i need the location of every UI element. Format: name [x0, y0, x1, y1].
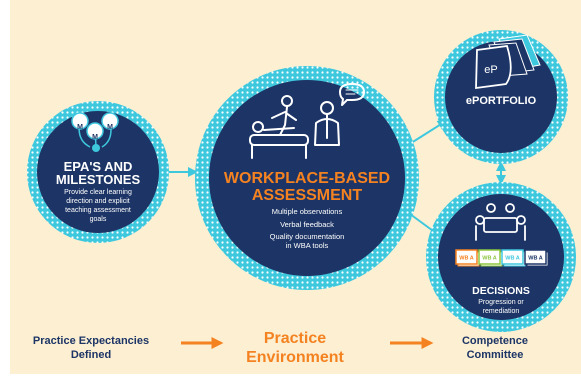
folder-icon-text: eP	[484, 64, 498, 76]
wba-circle	[209, 80, 405, 276]
epa-desc-line4: goals	[89, 216, 107, 223]
committee-meeting-icon	[475, 203, 526, 241]
footer-center-line2: Environment	[246, 349, 344, 366]
wba-card-row: WB A WB A WB A WB A	[455, 249, 549, 267]
wba-card: WB A	[478, 249, 503, 267]
footer-left-line1: Practice Expectancies	[32, 335, 150, 347]
diagram-graphics: WB A WB A WB A WB A	[10, 0, 581, 374]
epa-circle	[37, 111, 159, 233]
wba-card: WB A	[455, 249, 480, 267]
m-badges-icon	[71, 112, 119, 152]
footer-right-line1: Competence	[461, 335, 529, 347]
folder-documents-icon	[475, 34, 541, 90]
wba-card: WB A	[501, 249, 526, 267]
badge-letter-right: M	[107, 124, 113, 131]
badge-letter-left: M	[77, 124, 83, 131]
wba-title-line1: WORKPLACE-BASED	[223, 170, 391, 187]
wba-card-label: WB A	[528, 256, 542, 262]
wba-item: Quality documentation	[269, 232, 345, 241]
badge-letter-center: M	[92, 134, 98, 141]
wba-card: WB A	[524, 249, 549, 267]
patient-and-clinicians-icon	[249, 83, 365, 159]
wba-title-line2: ASSESSMENT	[251, 187, 363, 204]
decisions-title: DECISIONS	[472, 285, 530, 297]
wba-item: Multiple observations	[271, 207, 343, 216]
wba-item: in WBA tools	[285, 241, 329, 250]
footer-right-line2: Committee	[466, 349, 524, 361]
epa-desc-line2: direction and explicit	[66, 198, 130, 205]
wba-card-label: WB A	[482, 256, 496, 262]
eportfolio-title: ePORTFOLIO	[465, 95, 537, 107]
epa-title-line2: MILESTONES	[55, 172, 141, 187]
wba-item: Verbal feedback	[280, 220, 334, 229]
epa-title-line1: EPA'S AND	[63, 159, 133, 174]
epa-desc-line3: teaching assessment	[65, 207, 131, 214]
epa-desc-line1: Provide clear learning	[64, 189, 132, 196]
decisions-desc-line2: remediation	[482, 308, 520, 315]
footer-left-line2: Defined	[70, 349, 112, 361]
footer-center-line1: Practice	[263, 330, 327, 347]
wba-card-label: WB A	[505, 256, 519, 262]
decisions-desc-line1: Progression or	[478, 299, 524, 306]
wba-card-label: WB A	[459, 256, 473, 262]
arrow-wba-to-eportfolio	[407, 119, 448, 146]
